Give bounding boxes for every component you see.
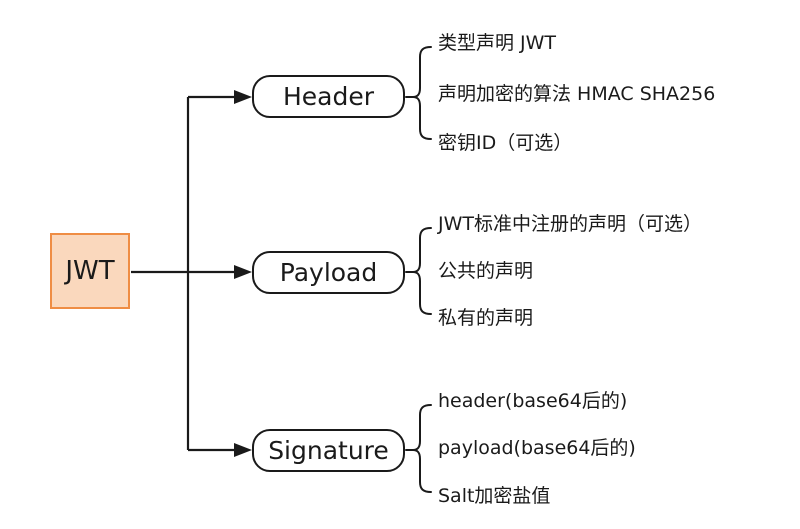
header-brace-top-arm: [412, 46, 432, 98]
node-signature: Signature: [252, 429, 405, 472]
leaf-signature-header-b64: header(base64后的): [438, 389, 628, 412]
leaf-signature-salt: Salt加密盐值: [438, 484, 551, 507]
leaf-header-key-id: 密钥ID（可选）: [438, 131, 573, 154]
payload-arrowhead-icon: [234, 265, 252, 279]
payload-brace-bottom-arm: [412, 271, 432, 315]
node-payload: Payload: [252, 251, 405, 294]
signature-brace-bottom-arm: [412, 449, 432, 493]
leaf-payload-public: 公共的声明: [438, 259, 534, 282]
root-node-label: JWT: [65, 256, 115, 286]
signature-arrowhead-icon: [234, 443, 252, 457]
leaf-payload-registered: JWT标准中注册的声明（可选）: [438, 212, 702, 235]
leaf-header-type-claim: 类型声明 JWT: [438, 31, 557, 54]
leaf-payload-private: 私有的声明: [438, 306, 534, 329]
leaf-header-algorithm: 声明加密的算法 HMAC SHA256: [438, 82, 716, 105]
node-payload-label: Payload: [279, 258, 378, 287]
header-arrowhead-icon: [234, 90, 252, 104]
leaf-signature-payload-b64: payload(base64后的): [438, 436, 636, 459]
node-header: Header: [252, 75, 405, 118]
payload-brace-top-arm: [412, 227, 432, 273]
node-header-label: Header: [282, 82, 375, 111]
root-node-jwt: JWT: [50, 233, 130, 309]
node-signature-label: Signature: [268, 436, 389, 465]
signature-brace-top-arm: [412, 404, 432, 451]
header-brace-bottom-arm: [412, 96, 432, 140]
